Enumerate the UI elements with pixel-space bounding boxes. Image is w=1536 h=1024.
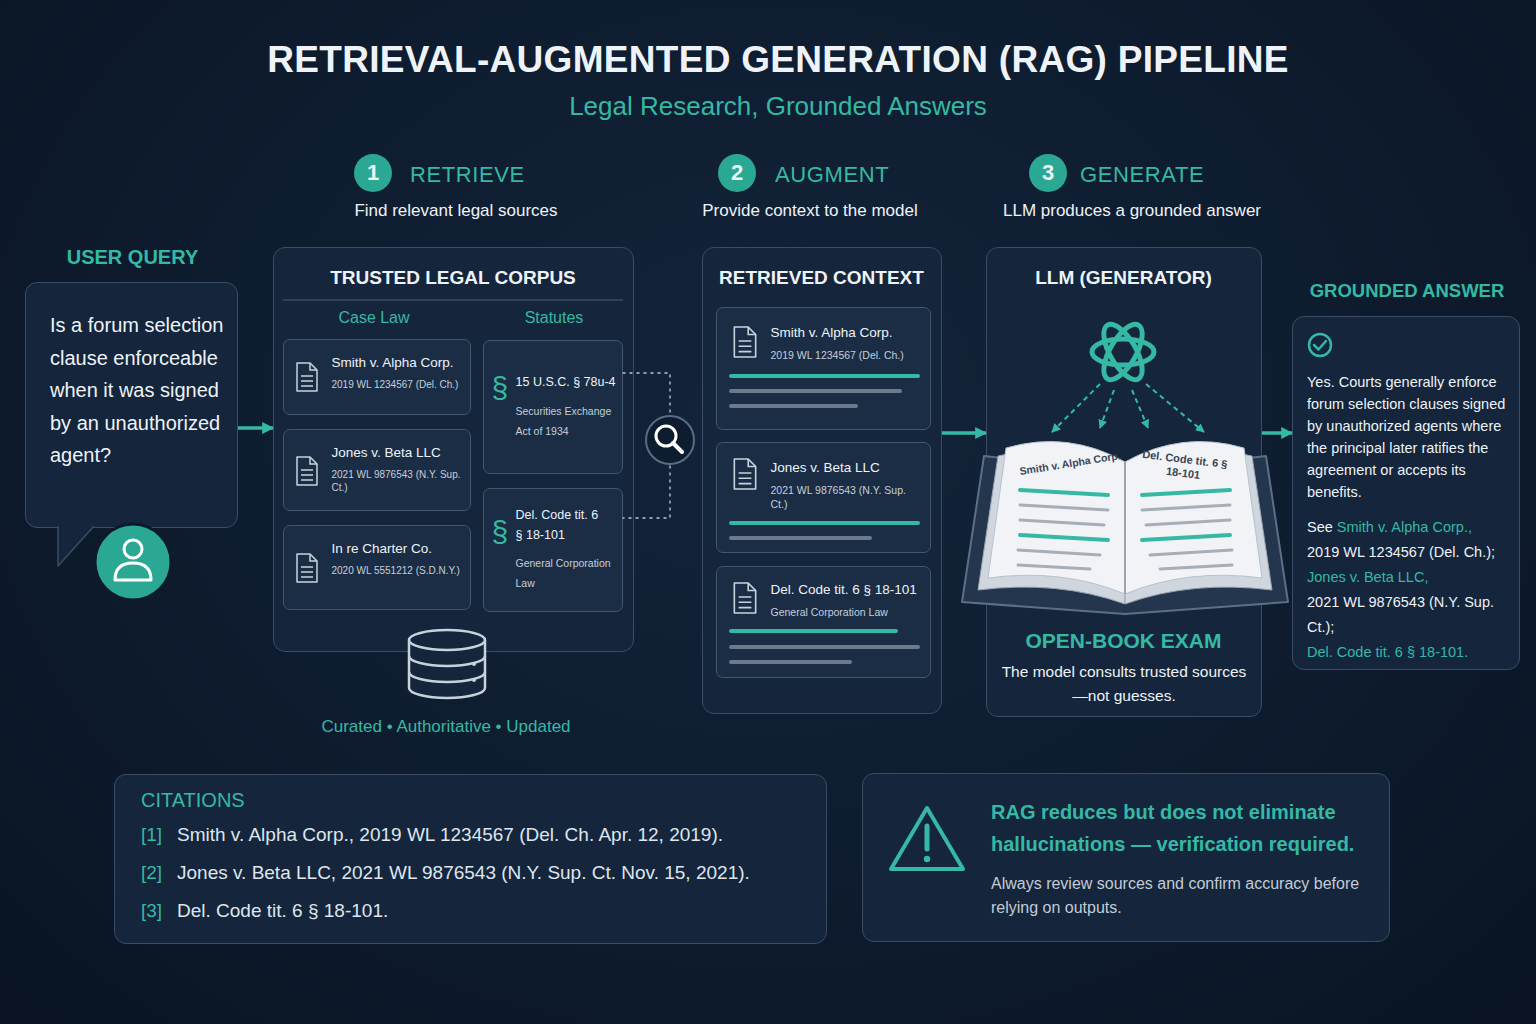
step-title: GENERATE: [1080, 161, 1260, 189]
llm-panel: LLM (GENERATOR) OPEN-BOOK EXAM The model c…: [986, 247, 1262, 717]
corpus-tagline: Curated • Authoritative • Updated: [286, 716, 606, 738]
node-text: [1]: [141, 823, 177, 847]
avatar-body: [115, 563, 151, 580]
statute-card: §15 U.S.C. § 78u-4Securities Exchange Ac…: [483, 340, 623, 474]
node-heading: Del. Code tit. 6 § 18-101: [771, 581, 926, 599]
diagram-title: RETRIEVAL-AUGMENTED GENERATION (RAG) PIP…: [10, 38, 1536, 82]
node-text: Jones v. Beta LLC, 2021 WL 9876543 (N.Y.…: [177, 861, 817, 885]
node-heading: In re Charter Co.: [332, 540, 468, 558]
node-text: General Corporation Law: [771, 605, 926, 619]
node-heading: Smith v. Alpha Corp.: [771, 324, 926, 342]
statute-card: §Del. Code tit. 6 § 18-101General Corpor…: [483, 488, 623, 612]
node-heading: 2: [718, 154, 756, 192]
node-text: Del. Code tit. 6 § 18-101: [516, 505, 608, 545]
step-caption: Provide context to the model: [690, 200, 930, 222]
node-heading: 3: [1029, 154, 1067, 192]
node-heading: RAG reduces but does not eliminate hallu…: [991, 796, 1371, 860]
query-bubble: USER QUERYIs a forum selection clause en…: [25, 282, 238, 528]
node-heading: §: [492, 371, 516, 405]
case-card: Jones v. Beta LLC 2021 WL 9876543 (N.Y. S…: [283, 429, 471, 511]
node-text: The model consults trusted sources —not …: [992, 660, 1256, 708]
node-heading: Smith v. Alpha Corp.: [332, 354, 468, 372]
node-heading: CITATIONS: [141, 787, 341, 813]
context-card: Smith v. Alpha Corp. 2019 WL 1234567 (Del…: [716, 307, 931, 430]
node-heading: 1: [354, 154, 392, 192]
database-rings: [409, 656, 485, 682]
database-dot: [472, 662, 476, 666]
node-text: Smith v. Alpha Corp., 2019 WL 1234567 (D…: [177, 823, 817, 847]
step-number-circle: 1: [354, 154, 392, 192]
citation-text: 2019 WL 1234567 (Del. Ch.);: [1307, 540, 1513, 565]
user-avatar: [95, 524, 171, 600]
node-text: 2019 WL 1234567 (Del. Ch.): [771, 348, 926, 362]
node-text: [3]: [141, 899, 177, 923]
citation-text: Del. Code tit. 6 § 18-101.: [1307, 640, 1513, 665]
warning-box: RAG reduces but does not eliminate hallu…: [862, 773, 1390, 942]
node-text: 15 U.S.C. § 78u-4: [516, 373, 622, 391]
node-heading: USER QUERY: [26, 245, 239, 269]
flow-arrow: [942, 431, 986, 435]
database-dot: [472, 678, 476, 682]
context-card: Jones v. Beta LLC 2021 WL 9876543 (N.Y. S…: [716, 442, 931, 553]
node-text: 2021 WL 9876543 (N.Y. Sup. Ct.): [332, 468, 468, 494]
magnifier-handle: [673, 443, 682, 452]
step-number-circle: 2: [718, 154, 756, 192]
citations-box: CITATIONS [1]Smith v. Alpha Corp., 2019 W…: [114, 774, 827, 944]
node-text: OPEN-BOOK EXAM: [987, 628, 1260, 654]
magnifier-badge: [646, 416, 694, 464]
case-card: In re Charter Co. 2020 WL 5551212 (S.D.N.…: [283, 525, 471, 610]
context-panel: RETRIEVED CONTEXT Smith v. Alpha Corp. 201…: [702, 247, 942, 714]
node-text: Statutes: [484, 308, 624, 328]
step-title: AUGMENT: [775, 161, 955, 189]
step-number-circle: 3: [1029, 154, 1067, 192]
flow-arrow: [1262, 431, 1292, 435]
node-heading: LLM (GENERATOR): [987, 266, 1260, 290]
corpus-panel: TRUSTED LEGAL CORPUS Case Law StatutesSmit…: [273, 247, 634, 652]
node-text: General Corporation Law: [516, 553, 616, 593]
node-heading: Jones v. Beta LLC: [771, 459, 926, 477]
step-caption: Find relevant legal sources: [326, 200, 586, 222]
node-heading: Jones v. Beta LLC: [332, 444, 468, 462]
citation-flow: SeeSmith v. Alpha Corp., 2019 WL 1234567 …: [1307, 515, 1513, 665]
step-title: RETRIEVE: [410, 161, 590, 189]
node-text: Yes. Courts generally enforce forum sele…: [1307, 371, 1511, 503]
citation-text: Jones v. Beta LLC,: [1307, 565, 1513, 590]
node-heading: TRUSTED LEGAL CORPUS: [274, 266, 632, 290]
node-text: 2020 WL 5551212 (S.D.N.Y.): [332, 564, 468, 577]
flow-arrow: [238, 426, 273, 430]
citation-text: 2021 WL 9876543 (N.Y. Sup. Ct.);: [1307, 590, 1513, 640]
node-text: Securities Exchange Act of 1934: [516, 401, 616, 441]
context-card: Del. Code tit. 6 § 18-101General Corpora…: [716, 566, 931, 678]
answer-box: GROUNDED ANSWERYes. Courts generally enf…: [1292, 316, 1520, 670]
step-caption: LLM produces a grounded answer: [1002, 200, 1262, 222]
node-text: 2019 WL 1234567 (Del. Ch.): [332, 378, 468, 391]
bubble-tail: [58, 526, 94, 566]
node-text: Always review sources and confirm accura…: [991, 872, 1361, 920]
magnifier-lens: [656, 426, 676, 446]
subtitle: Legal Research, Grounded Answers: [10, 90, 1536, 122]
node-text: 2021 WL 9876543 (N.Y. Sup. Ct.): [771, 483, 926, 511]
node-text: Case Law: [284, 308, 464, 328]
node-heading: §: [492, 515, 516, 549]
citation-text: See: [1307, 519, 1333, 535]
node-heading: GROUNDED ANSWER: [1293, 279, 1521, 303]
case-card: Smith v. Alpha Corp. 2019 WL 1234567 (Del…: [283, 339, 471, 415]
node-text: [2]: [141, 861, 177, 885]
node-text: Is a forum selection clause enforceable …: [50, 309, 230, 472]
node-text: Del. Code tit. 6 § 18-101.: [177, 899, 817, 923]
avatar-head: [124, 540, 142, 558]
node-heading: RETRIEVED CONTEXT: [703, 266, 940, 290]
citation-text: Smith v. Alpha Corp.,: [1337, 519, 1472, 535]
